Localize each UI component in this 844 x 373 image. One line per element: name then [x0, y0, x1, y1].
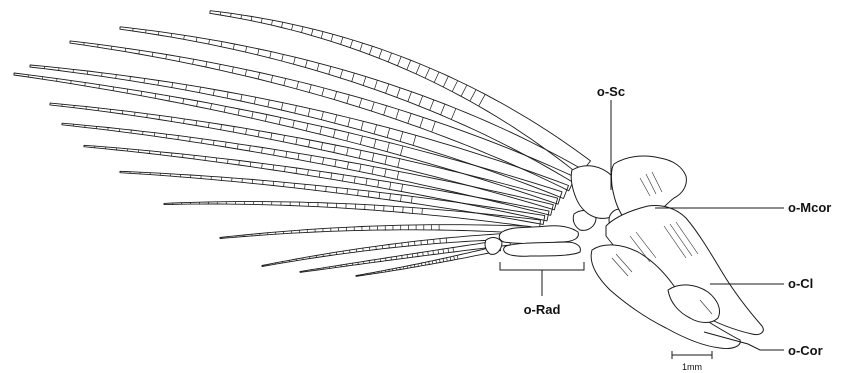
fin-ray [220, 225, 530, 239]
label-o-rad: o-Rad [500, 262, 584, 317]
fin-ray-segments [173, 202, 423, 215]
scale-bar-label: 1mm [682, 362, 702, 372]
fin-ray-segments [44, 66, 416, 145]
fin-ray [356, 246, 501, 277]
fin-ray [14, 73, 562, 204]
fin-ray [164, 202, 541, 228]
label-o-cor-text: o-Cor [788, 343, 823, 358]
scale-bar: 1mm [672, 351, 712, 372]
fin-ray-segments [28, 75, 403, 156]
label-o-sc-text: o-Sc [597, 84, 625, 99]
fin-ray-segments [220, 12, 485, 106]
label-o-rad-text: o-Rad [524, 302, 561, 317]
radials-bracket [500, 262, 584, 270]
pectoral-girdle [485, 156, 763, 349]
fin-ray-segments [84, 43, 436, 132]
label-o-cl-text: o-Cl [788, 276, 813, 291]
fin-ray [210, 11, 591, 175]
fin-ray-segments [133, 28, 456, 119]
fin-ray [30, 65, 569, 199]
label-o-mcor-text: o-Mcor [788, 200, 831, 215]
label-o-mcor: o-Mcor [655, 200, 831, 215]
